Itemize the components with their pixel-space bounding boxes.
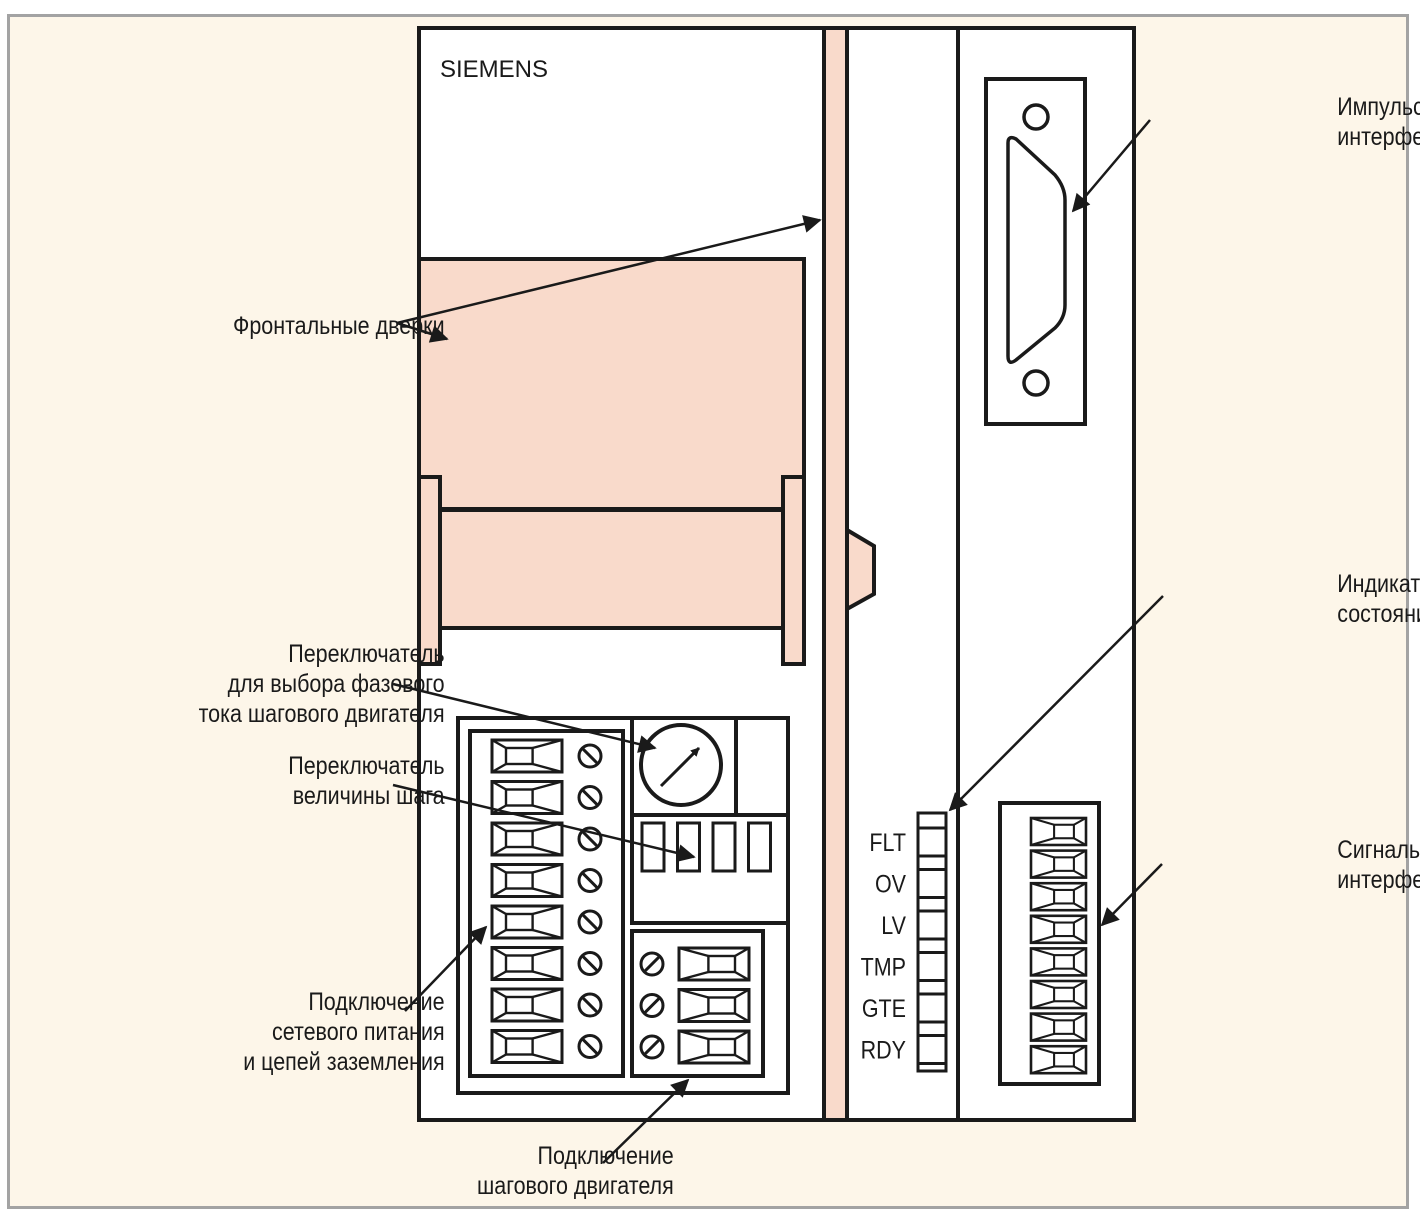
phase-current-rotary-switch[interactable] <box>639 723 723 807</box>
front-door-upper[interactable] <box>417 257 806 511</box>
status-led-rdy <box>916 1034 948 1065</box>
terminal-socket-icon[interactable] <box>1029 979 1088 1010</box>
dsub-socket-icon[interactable] <box>1006 135 1067 364</box>
dip-switch[interactable] <box>676 821 701 873</box>
status-led-lv <box>916 909 948 941</box>
terminal-socket-icon[interactable] <box>490 1029 564 1064</box>
label-status-2: состояния <box>1337 599 1420 627</box>
screw-icon[interactable] <box>639 1034 665 1060</box>
latch[interactable] <box>845 526 876 613</box>
terminal-socket-icon[interactable] <box>1029 1044 1088 1075</box>
door-hinge-right <box>781 475 806 666</box>
blank-cell <box>734 716 790 817</box>
status-indicators: FLT OV LV TMP GTE RDY <box>861 811 948 1073</box>
dial-pointer-icon <box>659 746 701 788</box>
arrow-dip-switch <box>392 783 696 862</box>
label-phase-switch-2: для выбора фазового <box>228 669 445 697</box>
screw-icon[interactable] <box>577 992 603 1018</box>
screw-icon[interactable] <box>577 1034 603 1059</box>
arrow-signal-interface <box>1100 863 1163 927</box>
status-led-label: TMP <box>861 953 906 981</box>
status-led-label: GTE <box>862 994 906 1022</box>
status-led-gte <box>916 992 948 1024</box>
label-power-2: сетевого питания <box>272 1017 445 1045</box>
screw-icon[interactable] <box>577 743 603 769</box>
status-led-label: FLT <box>869 828 906 856</box>
label-pulse-interface-2: интерфейс <box>1337 122 1420 150</box>
label-step-switch-2: величины шага <box>293 781 445 809</box>
callout-labels: Фронтальные дверки Импульсный интерфейс … <box>199 92 1420 1199</box>
terminal-socket-icon[interactable] <box>1029 881 1088 912</box>
screw-icon[interactable] <box>577 826 603 852</box>
signal-interface-connector[interactable] <box>998 801 1101 1086</box>
terminal-socket-icon[interactable] <box>1029 947 1088 977</box>
arrow-pulse-interface <box>1071 119 1151 213</box>
label-signal-2: интерфейс <box>1337 865 1420 893</box>
label-status-1: Индикаторы <box>1337 569 1420 597</box>
front-strip <box>822 26 849 1122</box>
label-pulse-interface-1: Импульсный <box>1337 92 1420 120</box>
terminal-socket-icon[interactable] <box>677 988 751 1023</box>
terminal-socket-icon[interactable] <box>490 738 564 774</box>
terminal-socket-icon[interactable] <box>1029 816 1088 847</box>
status-led-label: RDY <box>861 1036 907 1064</box>
label-phase-switch-3: тока шагового двигателя <box>199 699 445 727</box>
terminal-socket-icon[interactable] <box>490 780 564 815</box>
dip-switch[interactable] <box>711 821 737 873</box>
label-step-switch-1: Переключатель <box>288 751 444 779</box>
dip-switch[interactable] <box>747 821 772 873</box>
arrow-power-terminals <box>404 925 488 1012</box>
label-motor-1: Подключение <box>538 1141 674 1169</box>
terminal-socket-icon[interactable] <box>677 1029 751 1065</box>
door-hinge-left <box>417 475 442 666</box>
arrow-status-leds <box>948 595 1164 812</box>
arrow-motor-terminals <box>602 1078 690 1164</box>
terminal-socket-icon[interactable] <box>490 946 564 981</box>
status-led-ov <box>916 868 948 899</box>
screw-hole-icon <box>1022 103 1050 131</box>
screw-hole-icon <box>1022 369 1050 397</box>
front-door-lower[interactable] <box>438 508 785 630</box>
terminal-socket-icon[interactable] <box>490 904 564 940</box>
status-led-tmp <box>916 951 948 982</box>
terminal-socket-icon[interactable] <box>490 863 564 898</box>
brand-logo: SIEMENS <box>440 56 548 83</box>
callout-arrows <box>392 119 1164 1164</box>
screw-icon[interactable] <box>577 868 603 893</box>
terminal-socket-icon[interactable] <box>677 946 751 982</box>
status-led-label: LV <box>881 911 906 939</box>
label-power-1: Подключение <box>308 987 444 1015</box>
terminal-socket-icon[interactable] <box>1029 849 1088 879</box>
terminal-socket-icon[interactable] <box>490 821 564 857</box>
label-front-doors: Фронтальные дверки <box>233 311 445 339</box>
arrow-front-door <box>396 321 449 343</box>
arrow-rotary-switch <box>392 682 657 753</box>
status-led-label: OV <box>875 870 906 898</box>
screw-icon[interactable] <box>639 993 665 1018</box>
screw-icon[interactable] <box>577 785 603 810</box>
status-led-flt <box>916 826 948 858</box>
label-motor-2: шагового двигателя <box>477 1171 674 1199</box>
screw-icon[interactable] <box>577 909 603 935</box>
label-power-3: и цепей заземления <box>243 1047 444 1075</box>
screw-icon[interactable] <box>639 951 665 977</box>
front-door[interactable] <box>417 257 806 666</box>
terminal-socket-icon[interactable] <box>490 987 564 1023</box>
arrow-front-door-strip <box>396 215 822 325</box>
terminal-socket-icon[interactable] <box>1029 914 1088 945</box>
terminal-socket-icon[interactable] <box>1029 1012 1088 1042</box>
pulse-interface-connector[interactable] <box>984 77 1087 426</box>
screw-icon[interactable] <box>577 951 603 976</box>
label-signal-1: Сигнальный <box>1337 835 1420 863</box>
label-phase-switch-1: Переключатель <box>288 639 444 667</box>
terminal-area <box>456 716 790 1095</box>
